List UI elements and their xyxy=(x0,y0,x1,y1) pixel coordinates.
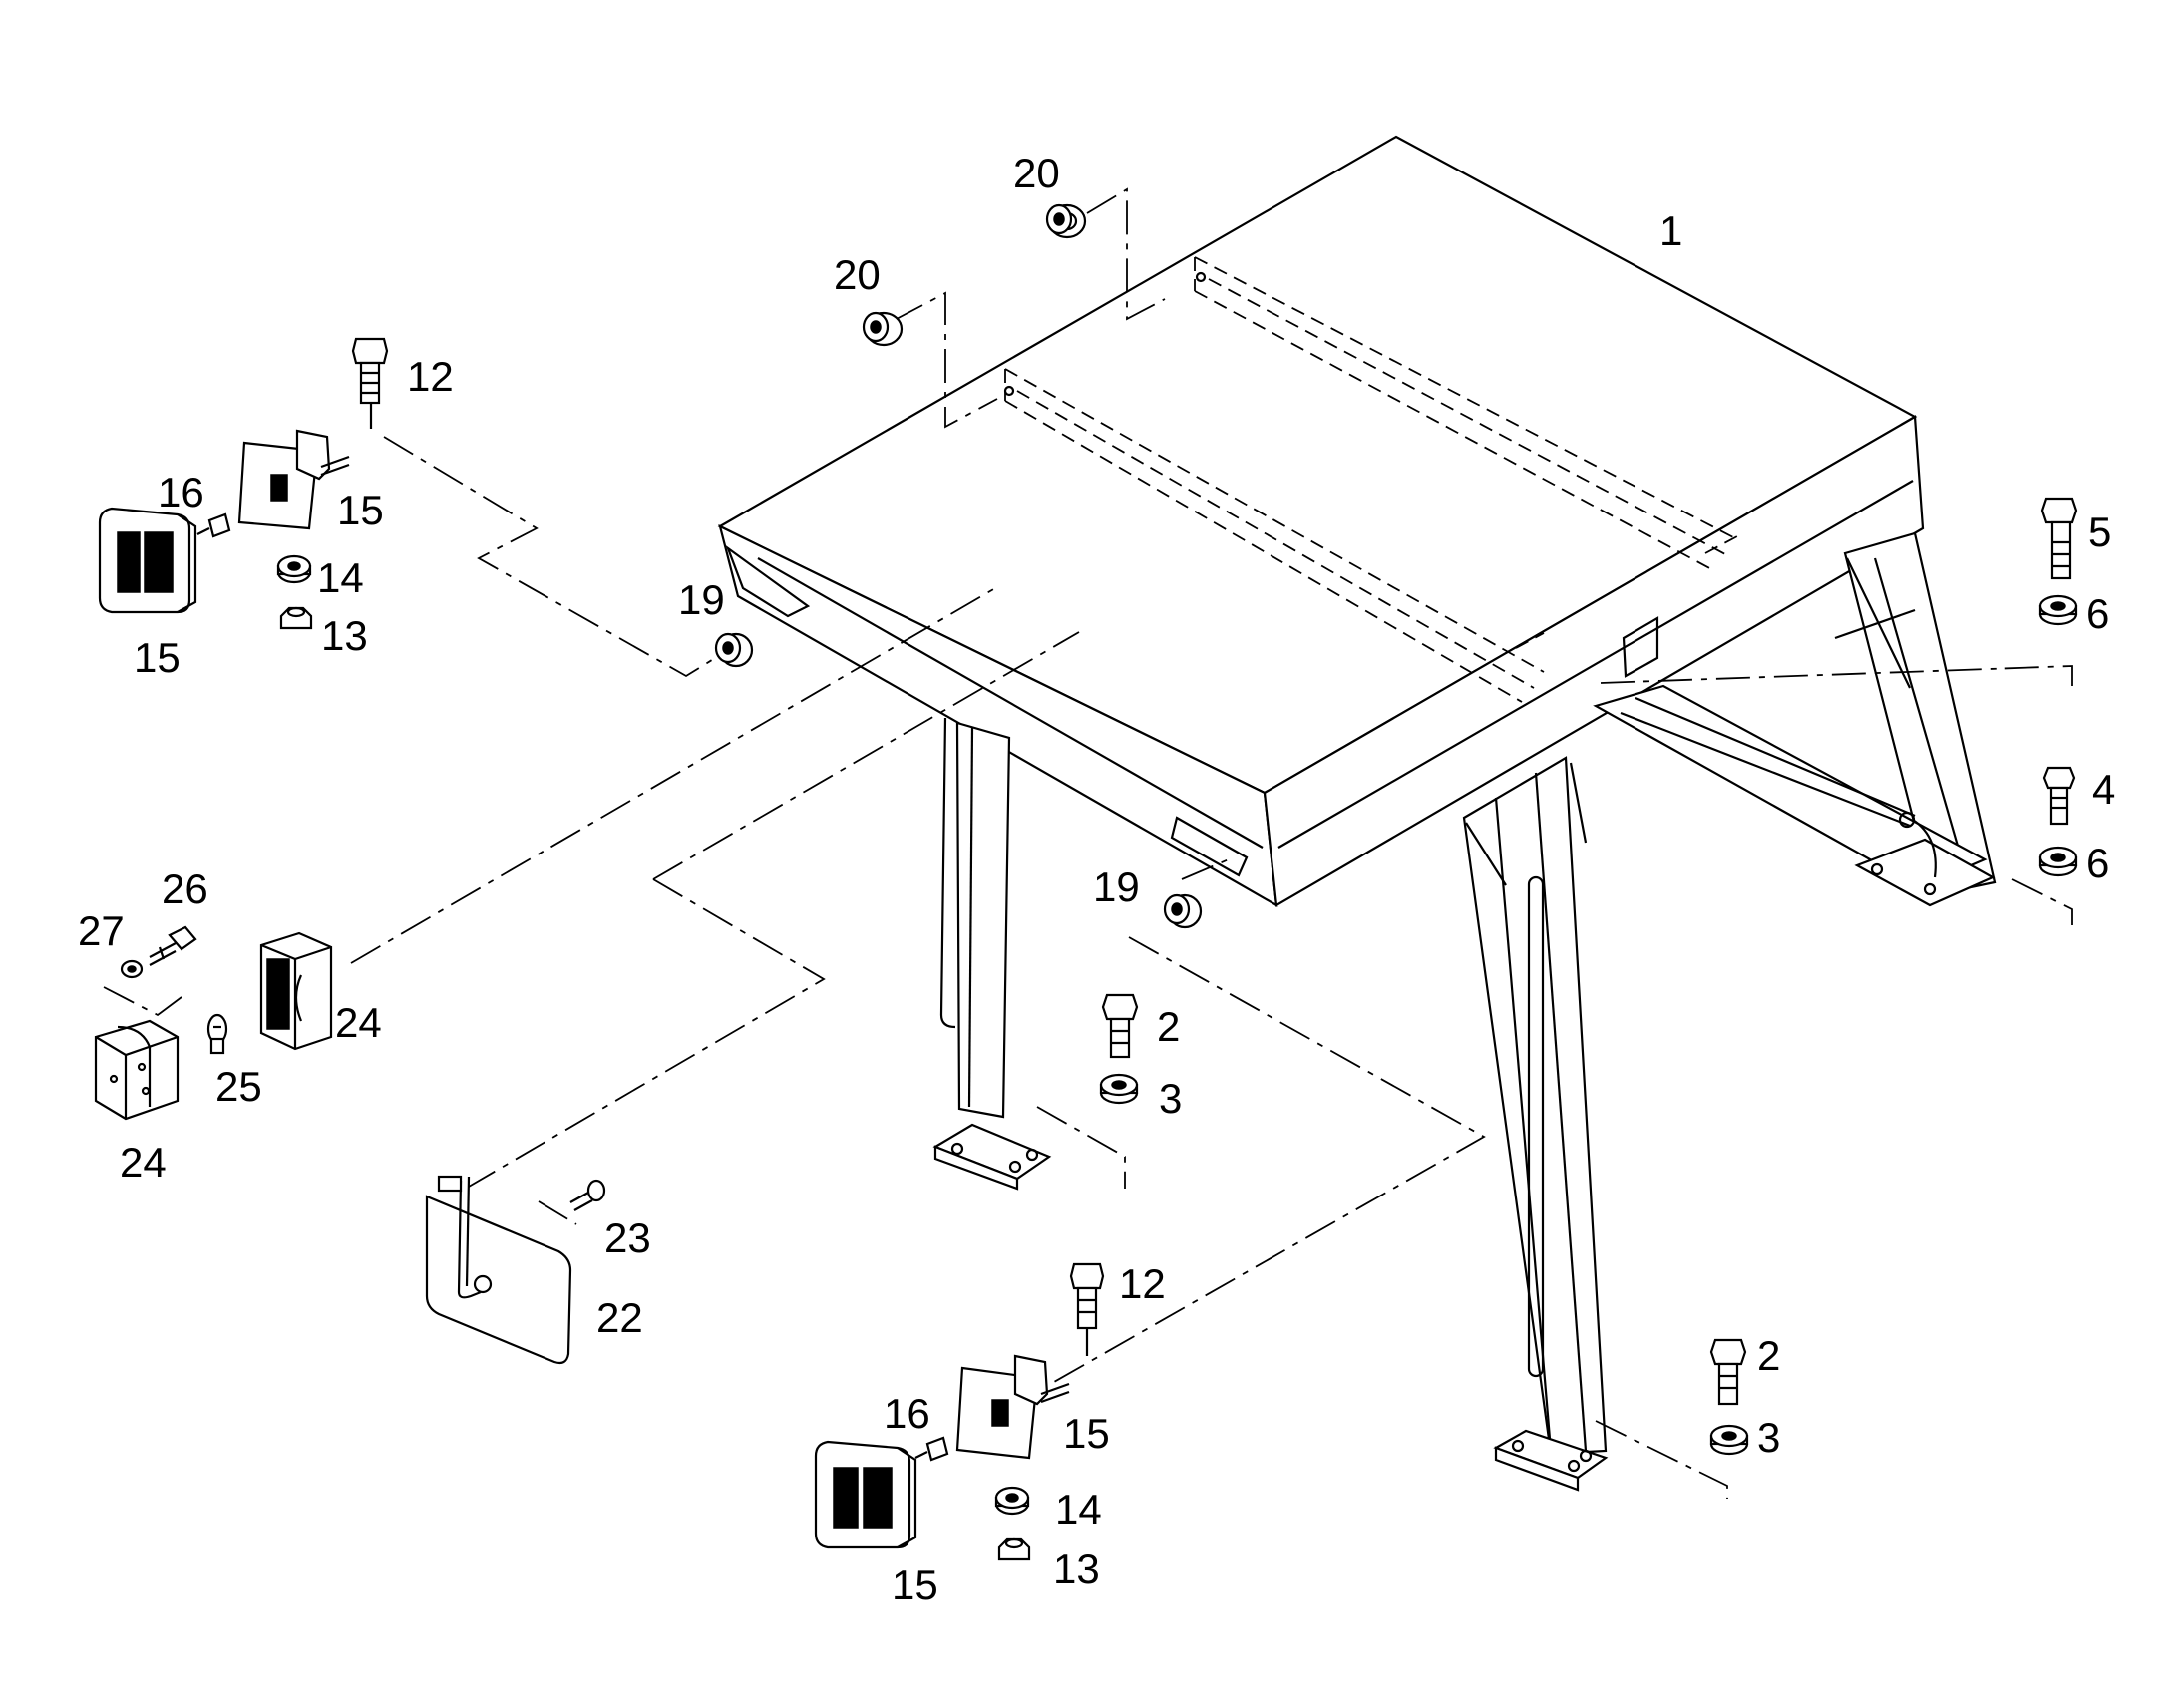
callout-20: 20 xyxy=(1013,150,1060,196)
callout-14: 14 xyxy=(317,554,364,601)
grommet-20-mid xyxy=(862,311,904,347)
callout-13: 13 xyxy=(321,612,368,659)
frame-legs xyxy=(932,531,1997,1492)
leader-lines xyxy=(103,187,2073,1499)
screw-26 xyxy=(149,925,197,966)
callout-3: 3 xyxy=(1159,1075,1182,1122)
callout-5: 5 xyxy=(2088,509,2111,555)
callout-14: 14 xyxy=(1055,1486,1102,1533)
callout-6: 6 xyxy=(2086,590,2109,637)
callout-19: 19 xyxy=(1093,863,1140,910)
callout-19: 19 xyxy=(678,576,725,623)
nut-13-lower xyxy=(997,1537,1031,1561)
grommets xyxy=(714,203,1203,929)
callout-26: 26 xyxy=(162,865,208,912)
washer-3-upper xyxy=(1099,1073,1139,1105)
washer-3-lower xyxy=(1709,1424,1749,1456)
fasteners xyxy=(120,337,2078,1561)
callout-3: 3 xyxy=(1757,1414,1780,1461)
callout-12: 12 xyxy=(407,353,454,400)
callout-12: 12 xyxy=(1119,1260,1166,1307)
plate-22 xyxy=(425,1175,572,1365)
callout-15: 15 xyxy=(134,634,181,681)
callout-15: 15 xyxy=(337,487,384,533)
callout-24: 24 xyxy=(335,999,382,1046)
callout-23: 23 xyxy=(604,1214,651,1261)
callout-27: 27 xyxy=(78,907,125,954)
callout-15: 15 xyxy=(892,1561,938,1608)
bulb-25 xyxy=(206,1013,228,1055)
callout-1: 1 xyxy=(1659,207,1682,254)
bolt-2-lower xyxy=(1709,1338,1747,1406)
washer-6-lower xyxy=(2038,846,2078,877)
washer-27 xyxy=(120,959,144,979)
nut-13-upper xyxy=(279,606,313,630)
callout-25: 25 xyxy=(215,1063,262,1110)
callout-16: 16 xyxy=(158,469,204,515)
grommet-19-upper xyxy=(714,632,754,668)
callout-4: 4 xyxy=(2092,766,2115,813)
washer-14-lower xyxy=(994,1486,1030,1516)
callout-22: 22 xyxy=(596,1294,643,1341)
lamp-24-housing xyxy=(259,931,333,1051)
bolt-12-upper xyxy=(351,337,389,429)
work-lamp-upper xyxy=(98,429,350,614)
washer-14-upper xyxy=(276,554,312,584)
screw-23 xyxy=(569,1179,606,1211)
callout-2: 2 xyxy=(1757,1332,1780,1379)
callout-15: 15 xyxy=(1063,1410,1110,1457)
work-lamp-lower xyxy=(814,1354,1070,1549)
lamp-24-base xyxy=(94,1019,180,1121)
callout-13: 13 xyxy=(1053,1545,1100,1592)
callout-6: 6 xyxy=(2086,840,2109,886)
washer-6-upper xyxy=(2038,594,2078,626)
callout-16: 16 xyxy=(884,1390,930,1437)
bolt-5 xyxy=(2040,497,2078,580)
bolt-2-upper xyxy=(1101,993,1139,1059)
grommet-19-lower xyxy=(1163,893,1203,929)
bolt-4 xyxy=(2042,766,2076,826)
callout-2: 2 xyxy=(1157,1003,1180,1050)
callout-labels: 1 20 20 12 16 15 14 13 15 19 5 6 4 6 26 … xyxy=(78,150,2115,1608)
bolt-12-lower xyxy=(1069,1262,1105,1356)
callout-24: 24 xyxy=(120,1139,167,1186)
callout-20: 20 xyxy=(834,251,881,298)
roof-canopy xyxy=(717,135,1925,908)
grommet-20-top xyxy=(1045,203,1087,239)
